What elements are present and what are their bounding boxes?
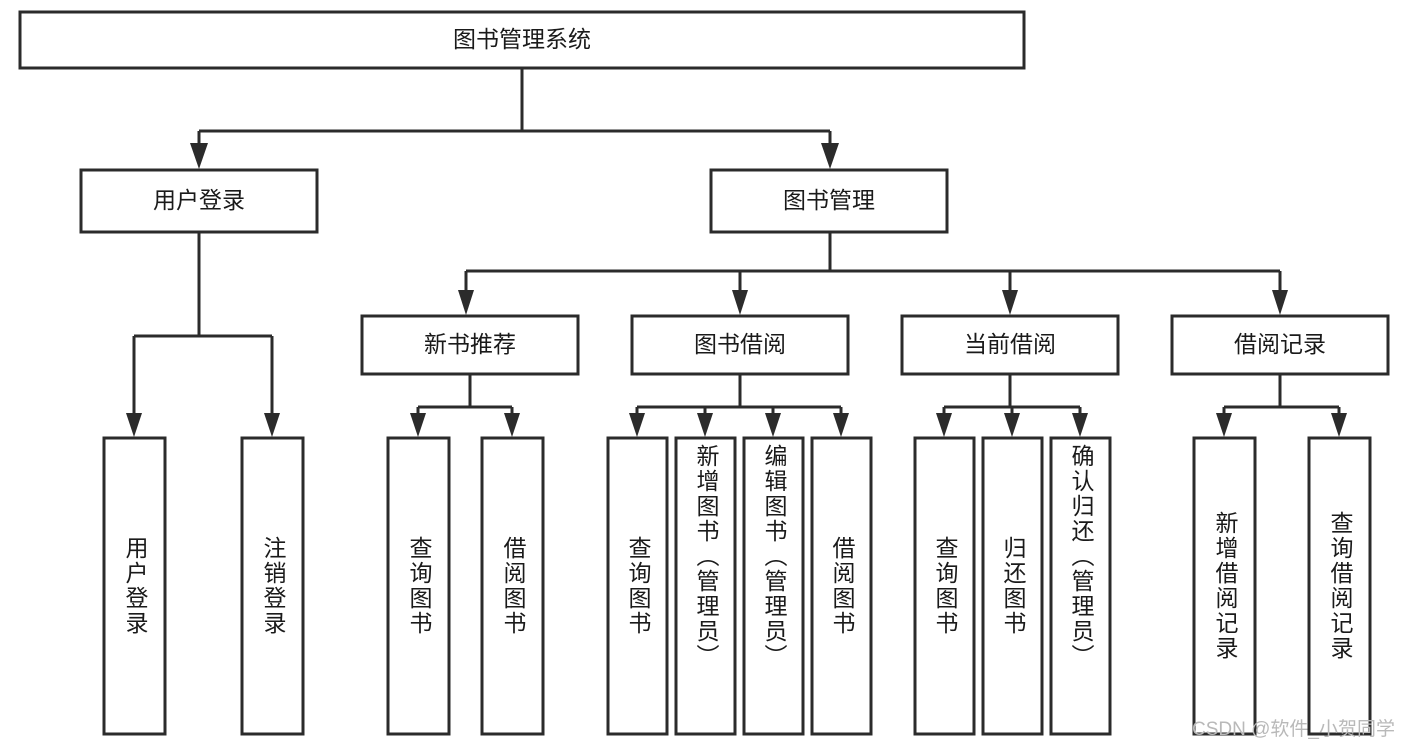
node-root-label: 图书管理系统 xyxy=(453,26,591,52)
connector-group-book-manage xyxy=(458,232,1288,315)
connector-group-user-login xyxy=(126,232,280,437)
node-user-login[interactable]: 用户登录 xyxy=(79,168,319,234)
node-borrow-record-box[interactable] xyxy=(1170,314,1390,376)
node-new-book-rec[interactable]: 新书推荐 xyxy=(360,314,580,376)
connector-group-current-borrow xyxy=(936,374,1088,437)
node-leaf-query-borrow-record-box[interactable] xyxy=(1307,436,1372,736)
arrowhead-leaf-edit-book-admin xyxy=(765,413,781,437)
node-book-manage[interactable]: 图书管理 xyxy=(709,168,949,234)
arrowhead-leaf-query-book-1 xyxy=(410,413,426,437)
arrowhead-leaf-user-login xyxy=(126,413,142,437)
connector-group-borrow-record xyxy=(1216,374,1347,437)
node-book-borrow[interactable]: 图书借阅 xyxy=(630,314,850,376)
arrowhead-leaf-add-book-admin xyxy=(697,413,713,437)
node-current-borrow-box[interactable] xyxy=(900,314,1120,376)
node-leaf-query-book-3-box[interactable] xyxy=(913,436,976,736)
node-leaf-logout-box[interactable] xyxy=(240,436,305,736)
arrowhead-leaf-query-book-3 xyxy=(936,413,952,437)
node-leaf-borrow-book-2-box[interactable] xyxy=(810,436,873,736)
node-book-borrow-label: 图书借阅 xyxy=(694,331,786,357)
arrowhead-new-book-rec xyxy=(458,290,474,315)
arrowhead-leaf-borrow-book-2 xyxy=(833,413,849,437)
arrowhead-leaf-query-book-2 xyxy=(629,413,645,437)
connector-group-book-borrow xyxy=(629,374,849,437)
node-leaf-query-book-1-box[interactable] xyxy=(386,436,451,736)
node-new-book-rec-label: 新书推荐 xyxy=(424,331,516,357)
node-borrow-record-label: 借阅记录 xyxy=(1234,331,1326,357)
node-current-borrow[interactable]: 当前借阅 xyxy=(900,314,1120,376)
node-leaf-return-book-box[interactable] xyxy=(981,436,1044,736)
node-current-borrow-label: 当前借阅 xyxy=(964,331,1056,357)
arrowhead-leaf-confirm-return-admin xyxy=(1072,413,1088,437)
arrowhead-leaf-add-borrow-record xyxy=(1216,413,1232,437)
node-book-manage-label: 图书管理 xyxy=(783,187,875,213)
arrowhead-leaf-query-borrow-record xyxy=(1331,413,1347,437)
node-user-login-box[interactable] xyxy=(79,168,319,234)
node-root-box[interactable] xyxy=(18,10,1026,70)
arrowhead-book-manage xyxy=(821,143,839,169)
node-leaf-borrow-book-1-box[interactable] xyxy=(480,436,545,736)
connector-group-new-book-rec xyxy=(410,374,520,437)
connector-group-root xyxy=(190,68,839,169)
node-leaf-add-borrow-record-box[interactable] xyxy=(1192,436,1257,736)
node-book-borrow-box[interactable] xyxy=(630,314,850,376)
node-new-book-rec-box[interactable] xyxy=(360,314,580,376)
arrowhead-borrow-record xyxy=(1272,290,1288,315)
node-book-manage-box[interactable] xyxy=(709,168,949,234)
node-borrow-record[interactable]: 借阅记录 xyxy=(1170,314,1390,376)
arrowhead-book-borrow xyxy=(732,290,748,315)
node-leaf-confirm-return-admin-box[interactable] xyxy=(1049,436,1112,736)
arrowhead-leaf-logout xyxy=(264,413,280,437)
node-leaf-edit-book-admin-box[interactable] xyxy=(742,436,805,736)
watermark: CSDN @软件_小贺同学 xyxy=(1192,719,1395,740)
arrowhead-leaf-return-book xyxy=(1004,413,1020,437)
node-leaf-add-book-admin-box[interactable] xyxy=(674,436,737,736)
node-leaf-query-book-2-box[interactable] xyxy=(606,436,669,736)
node-root[interactable]: 图书管理系统 xyxy=(18,10,1026,70)
arrowhead-leaf-borrow-book-1 xyxy=(504,413,520,437)
node-user-login-label: 用户登录 xyxy=(153,187,245,213)
arrowhead-user-login xyxy=(190,143,208,169)
node-leaf-user-login-box[interactable] xyxy=(102,436,167,736)
arrowhead-current-borrow xyxy=(1002,290,1018,315)
